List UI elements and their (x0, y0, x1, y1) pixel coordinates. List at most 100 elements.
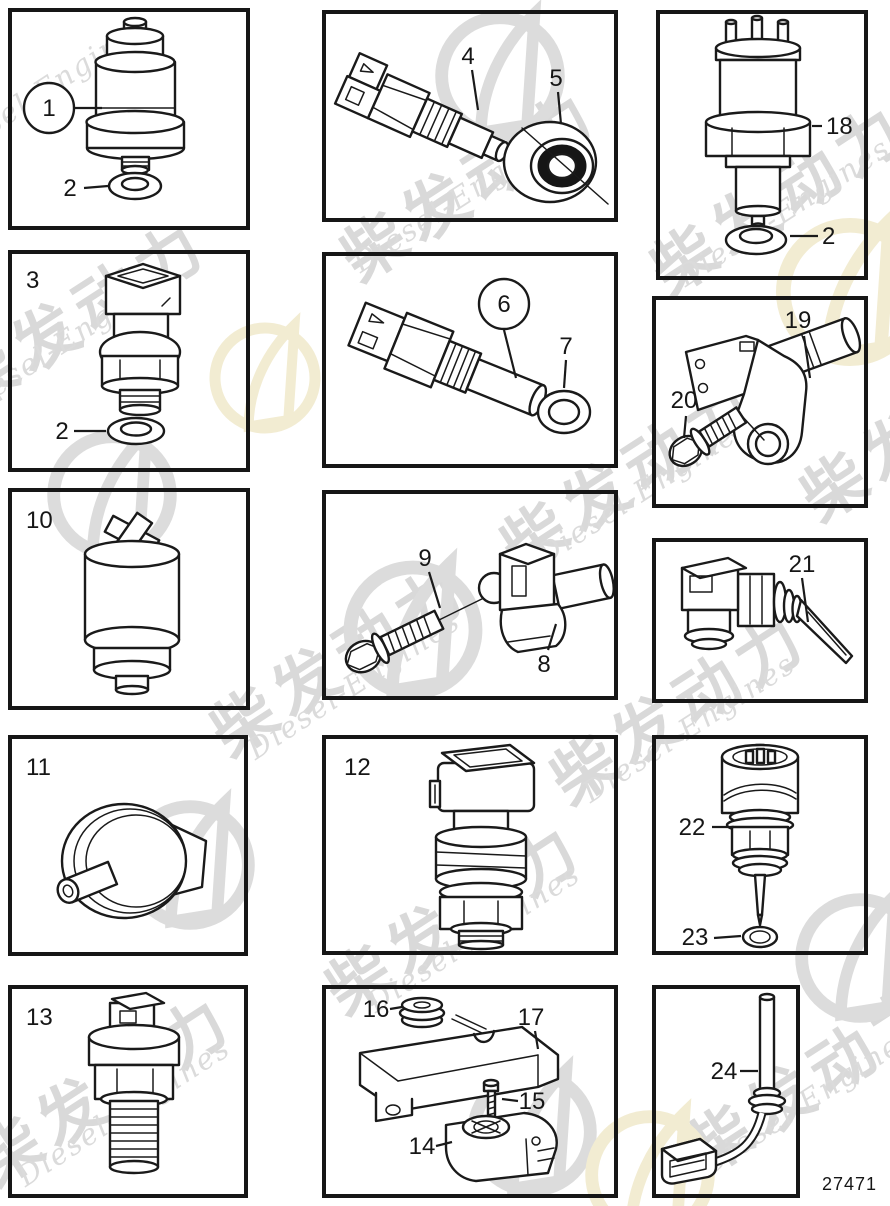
panel-row1-right: 18 2 (656, 10, 868, 280)
callout-16: 16 (363, 996, 403, 1023)
thermal-switch-figure: 13 (26, 991, 181, 1175)
temp-sensor-sleeve-figure: 4 5 (333, 43, 609, 205)
callout-22: 22 (679, 814, 734, 841)
callout-7: 7 (559, 333, 573, 389)
panel-row1-left: 1 2 (8, 8, 250, 230)
thermal-switch-drawing (87, 991, 181, 1175)
temp-sender-drawing (660, 992, 787, 1185)
needle-probe-sensor-drawing (680, 556, 854, 665)
disc-sensor-drawing (56, 802, 208, 920)
callout-2: 2 (790, 223, 835, 250)
callout-7-label: 7 (559, 333, 572, 360)
panel-row2-right: 19 20 (652, 296, 868, 508)
threaded-pressure-sensor-drawing (428, 743, 536, 951)
callout-17: 17 (518, 1004, 545, 1050)
panel-row2-middle: 6 7 (322, 252, 618, 468)
washer-drawing (724, 224, 788, 256)
speed-sensor-drawing (720, 743, 800, 927)
sleeve-drawing (502, 120, 609, 205)
callout-9-label: 9 (418, 545, 431, 572)
washer-drawing (106, 416, 166, 446)
coolant-temp-sensor-drawing (347, 301, 548, 417)
callout-14: 14 (409, 1133, 453, 1160)
callout-23-label: 23 (682, 924, 709, 951)
washer-drawing (107, 171, 163, 201)
callout-4: 4 (461, 43, 480, 111)
panel-row1-middle: 4 5 (322, 10, 618, 222)
panel-row5-middle: 16 17 15 14 (322, 985, 618, 1198)
panel-row5-left: 13 (8, 985, 248, 1198)
oil-pressure-sender-figure: 1 2 (22, 16, 186, 202)
pressure-switch-drawing (98, 262, 182, 417)
boost-sensor-drawing (444, 1111, 558, 1183)
threaded-pressure-sensor-figure: 12 (344, 743, 536, 951)
callout-10-label: 10 (26, 507, 53, 534)
panel-row3-right: 21 (652, 538, 868, 703)
callout-8-label: 8 (537, 651, 550, 678)
callout-3-label: 3 (26, 267, 39, 294)
seal-ring-drawing (536, 389, 592, 435)
oil-pressure-sender-drawing (85, 16, 186, 176)
temp-sensor-drawing (333, 52, 510, 163)
pressure-switch-figure: 3 2 (26, 262, 182, 446)
callout-2: 2 (63, 175, 109, 202)
callout-24: 24 (711, 1058, 758, 1085)
callout-17-label: 17 (518, 1004, 545, 1031)
callout-13-label: 13 (26, 1004, 53, 1031)
coolant-temp-sensor-figure: 6 7 (347, 277, 592, 435)
callout-16-label: 16 (363, 996, 390, 1023)
cam-sensor-figure: 19 20 (668, 307, 862, 468)
callout-6: 6 (477, 277, 531, 379)
panel-row3-middle: 9 8 (322, 490, 618, 700)
o-ring-drawing (741, 925, 779, 949)
three-pin-switch-drawing (704, 14, 812, 230)
callout-6-label: 6 (497, 291, 510, 318)
boost-sensor-bracket-figure: 16 17 15 14 (358, 996, 560, 1183)
callout-8: 8 (537, 623, 558, 678)
callout-1: 1 (22, 81, 102, 135)
callout-18: 18 (812, 113, 853, 140)
callout-21: 21 (789, 551, 816, 623)
panel-row2-left: 3 2 (8, 250, 250, 472)
flange-bolt-drawing (344, 593, 493, 674)
callout-2-label: 2 (822, 223, 835, 250)
callout-19-label: 19 (785, 307, 812, 334)
three-pin-switch-figure: 18 2 (704, 14, 853, 256)
panel-row4-right: 22 23 (652, 735, 868, 955)
callout-24-label: 24 (711, 1058, 738, 1085)
callout-14-label: 14 (409, 1133, 436, 1160)
callout-22-label: 22 (679, 814, 706, 841)
callout-4-label: 4 (461, 43, 474, 70)
grommet-drawing (398, 996, 446, 1029)
callout-2-label: 2 (55, 418, 68, 445)
callout-9: 9 (418, 545, 442, 609)
callout-2-label: 2 (63, 175, 76, 202)
screw-drawing (482, 1078, 500, 1119)
callout-23: 23 (682, 924, 742, 951)
callout-20: 20 (671, 387, 698, 439)
temp-sender-cable-figure: 24 (660, 992, 787, 1185)
callout-1-label: 1 (42, 95, 55, 122)
panel-row4-left: 11 (8, 735, 248, 956)
callout-20-label: 20 (671, 387, 698, 414)
needle-probe-sensor-figure: 21 (680, 551, 854, 665)
callout-12-label: 12 (344, 754, 371, 781)
figure-number: 27471 (822, 1174, 878, 1194)
flange-bolt-drawing (668, 406, 765, 468)
callout-5-label: 5 (549, 65, 562, 92)
disc-sensor-figure: 11 (26, 754, 208, 920)
callout-11-label: 11 (26, 754, 51, 781)
cross-top-sensor-drawing (83, 511, 181, 696)
callout-21-label: 21 (789, 551, 816, 578)
position-sensor-drawing (477, 542, 614, 654)
callout-2: 2 (55, 418, 106, 445)
cross-top-sensor-figure: 10 (26, 507, 181, 696)
speed-sensor-figure: 22 23 (679, 743, 800, 951)
panel-row5-right: 24 (652, 985, 800, 1198)
position-sensor-figure: 9 8 (344, 542, 614, 678)
callout-15-label: 15 (519, 1088, 546, 1115)
panel-row3-left: 10 (8, 488, 250, 710)
callout-18-label: 18 (826, 113, 853, 140)
panel-row4-middle: 12 (322, 735, 618, 955)
